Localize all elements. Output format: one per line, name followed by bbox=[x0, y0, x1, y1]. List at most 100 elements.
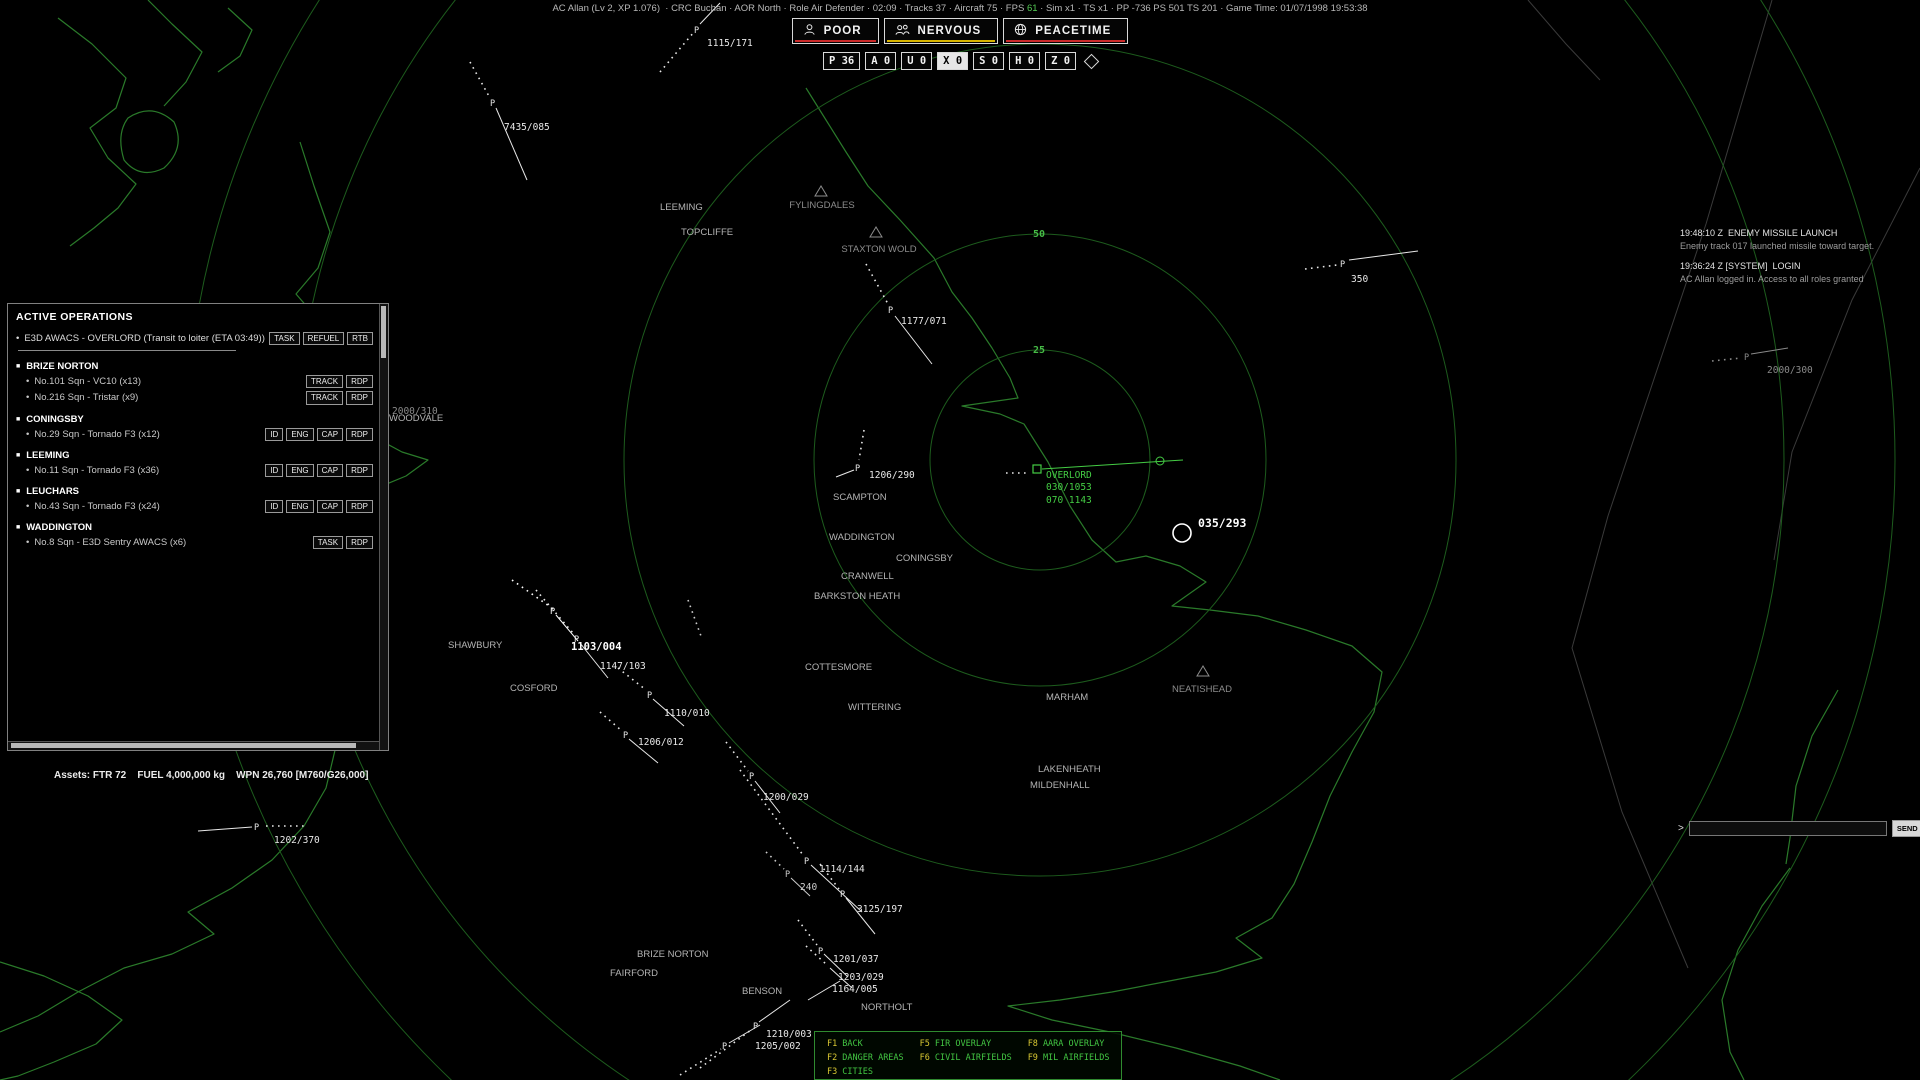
diamond-icon[interactable] bbox=[1083, 53, 1100, 69]
track-velocity-vector bbox=[1348, 250, 1419, 261]
radar-site-icon bbox=[1196, 665, 1210, 677]
person-icon bbox=[803, 23, 816, 39]
fir-boundary-line bbox=[1571, 0, 1773, 969]
range-ring bbox=[623, 43, 1457, 877]
send-button[interactable]: SEND bbox=[1891, 820, 1920, 837]
track-1210-003[interactable]: P1210/003 bbox=[699, 999, 812, 1069]
eng-button[interactable]: ENG bbox=[286, 463, 314, 477]
track-filter-s[interactable]: S 0 bbox=[973, 52, 1005, 70]
task-button[interactable]: TASK bbox=[269, 332, 300, 346]
track-1164-005[interactable]: 1164/005 bbox=[807, 980, 878, 1001]
track-symbol-p: P bbox=[1340, 260, 1345, 270]
eng-button[interactable]: ENG bbox=[286, 427, 314, 441]
track-history-trail bbox=[511, 579, 550, 607]
selected-track[interactable]: 035/293 bbox=[1172, 516, 1247, 543]
rdp-button[interactable]: RDP bbox=[346, 391, 373, 405]
track-filter-a[interactable]: A 0 bbox=[865, 52, 897, 70]
chat-input[interactable] bbox=[1688, 821, 1887, 836]
track-1203-029[interactable]: 1203/029 bbox=[805, 945, 884, 989]
airfield-brize-norton: BRIZE NORTON bbox=[637, 949, 709, 960]
track-velocity-vector bbox=[810, 864, 863, 913]
vertical-scrollbar-thumb[interactable] bbox=[381, 306, 386, 358]
cap-button[interactable]: CAP bbox=[316, 463, 344, 477]
rtb-button[interactable]: RTB bbox=[347, 332, 373, 346]
track-label: 2000/300 bbox=[1767, 365, 1813, 376]
track-symbol-p: P bbox=[804, 857, 809, 867]
vertical-scrollbar[interactable] bbox=[379, 304, 388, 750]
horizontal-scrollbar-thumb[interactable] bbox=[11, 743, 357, 748]
horizontal-scrollbar[interactable] bbox=[8, 741, 379, 750]
track-label: 1203/029 bbox=[838, 972, 884, 983]
range-ring-label: 25 bbox=[1033, 345, 1045, 356]
task-button[interactable]: TASK bbox=[312, 536, 344, 550]
track-velocity-vector bbox=[652, 698, 685, 727]
id-button[interactable]: ID bbox=[265, 499, 284, 514]
track-filter-z[interactable]: Z 0 bbox=[1045, 52, 1077, 70]
coastline bbox=[1721, 867, 1791, 1080]
square-bullet-icon: ■ bbox=[16, 415, 21, 423]
rdp-button[interactable]: RDP bbox=[346, 463, 373, 477]
rdp-button[interactable]: RDP bbox=[346, 536, 373, 550]
track-1147-103[interactable]: P1147/103 bbox=[535, 589, 646, 679]
function-key-label: F1 bbox=[827, 1039, 838, 1049]
track-filter-p[interactable]: P 36 bbox=[822, 52, 861, 70]
cap-button[interactable]: CAP bbox=[316, 427, 344, 441]
alert-state[interactable]: PEACETIME bbox=[1003, 18, 1129, 44]
refuel-button[interactable]: REFUEL bbox=[302, 332, 345, 346]
track-velocity-vector bbox=[628, 738, 659, 764]
airfield-label: CRANWELL bbox=[841, 571, 894, 582]
coastline bbox=[805, 87, 1383, 1080]
track-symbol-p: P bbox=[818, 947, 823, 957]
eng-button[interactable]: ENG bbox=[286, 499, 314, 514]
track-label: 7435/085 bbox=[504, 122, 550, 133]
id-button[interactable]: ID bbox=[265, 463, 284, 477]
rdp-button[interactable]: RDP bbox=[346, 375, 373, 389]
crew-status[interactable]: NERVOUS bbox=[883, 18, 999, 44]
rdp-button[interactable]: RDP bbox=[346, 499, 373, 514]
cap-button[interactable]: CAP bbox=[316, 499, 344, 514]
airfield-coningsby: CONINGSBY bbox=[896, 553, 954, 564]
airfield-label: BARKSTON HEATH bbox=[814, 591, 900, 602]
track-history-trail bbox=[765, 851, 785, 870]
track-2000-310[interactable]: 2000/310 bbox=[392, 406, 438, 417]
id-button[interactable]: ID bbox=[265, 427, 284, 441]
rdp-button[interactable]: RDP bbox=[346, 427, 373, 441]
track-filter-x[interactable]: X 0 bbox=[937, 52, 969, 70]
dot-bullet-icon: • bbox=[26, 376, 30, 388]
log-entry-detail: AC Allan logged in. Access to all roles … bbox=[1680, 274, 1864, 284]
track-button[interactable]: TRACK bbox=[305, 391, 344, 405]
pilot-status[interactable]: POOR bbox=[791, 18, 879, 44]
track-symbol-p: P bbox=[694, 26, 699, 36]
track-button[interactable]: TRACK bbox=[305, 375, 344, 389]
track-trail[interactable] bbox=[687, 599, 702, 637]
track-filter-u[interactable]: U 0 bbox=[901, 52, 933, 70]
track-filter-h[interactable]: H 0 bbox=[1009, 52, 1041, 70]
